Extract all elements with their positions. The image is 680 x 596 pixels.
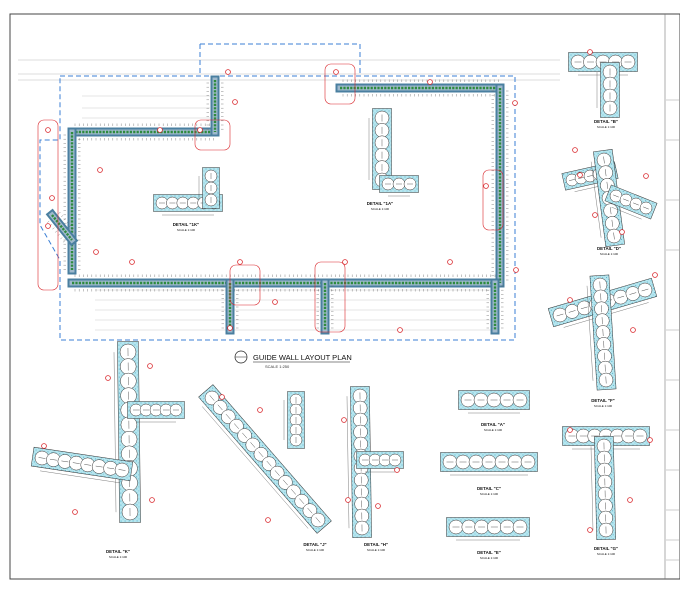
detail-scale-d: SCALE 1:100 bbox=[600, 252, 619, 256]
wall-north-spur bbox=[207, 80, 224, 132]
detail-1a-foot bbox=[380, 176, 419, 197]
detail-scale-j: SCALE 1:100 bbox=[306, 548, 325, 552]
detail-title-1k: DETAIL "1K" bbox=[173, 222, 199, 227]
detail-title-c: DETAIL "C" bbox=[477, 486, 501, 491]
detail-j-diagonal bbox=[199, 385, 332, 534]
detail-scale-f: SCALE 1:100 bbox=[594, 404, 613, 408]
detail-title-h: DETAIL "H" bbox=[364, 542, 388, 547]
detail-scale-h: SCALE 1:100 bbox=[367, 548, 386, 552]
callout-marker bbox=[578, 173, 583, 178]
callout-marker bbox=[266, 518, 271, 523]
callout-marker bbox=[568, 298, 573, 303]
detail-scale-1a: SCALE 1:100 bbox=[371, 207, 390, 211]
callout-marker bbox=[648, 438, 653, 443]
callout-marker bbox=[428, 80, 433, 85]
callout-marker bbox=[130, 260, 135, 265]
callout-marker bbox=[158, 128, 163, 133]
callout-marker bbox=[148, 364, 153, 369]
callout-marker bbox=[46, 224, 51, 229]
detail-scale-k: SCALE 1:100 bbox=[109, 555, 128, 559]
detail-title-b: DETAIL "B" bbox=[594, 119, 618, 124]
detail-title-j: DETAIL "J" bbox=[303, 542, 326, 547]
callout-marker bbox=[513, 101, 518, 106]
detail-k-leg bbox=[114, 341, 141, 522]
callout-marker bbox=[228, 326, 233, 331]
callout-marker bbox=[238, 260, 243, 265]
plan-title-block: GUIDE WALL LAYOUT PLAN SCALE 1:250 bbox=[235, 351, 352, 369]
detail-g-leg bbox=[591, 436, 616, 539]
callout-marker bbox=[484, 184, 489, 189]
wall-northeast bbox=[340, 80, 500, 97]
callout-marker bbox=[593, 213, 598, 218]
callout-marker bbox=[258, 408, 263, 413]
callout-marker bbox=[631, 328, 636, 333]
wall-east bbox=[492, 88, 509, 283]
detail-c-band bbox=[441, 453, 538, 476]
wall-west bbox=[64, 132, 81, 270]
detail-e-band bbox=[447, 518, 530, 541]
callout-marker bbox=[653, 273, 658, 278]
callout-marker bbox=[346, 498, 351, 503]
callout-marker bbox=[334, 70, 339, 75]
wall-north-left bbox=[72, 124, 215, 141]
detail-title-d: DETAIL "D" bbox=[597, 246, 621, 251]
callout-marker bbox=[395, 468, 400, 473]
title-block-marks bbox=[666, 100, 679, 560]
detail-a-band bbox=[459, 391, 530, 414]
detail-title-k: DETAIL "K" bbox=[106, 549, 130, 554]
detail-b-leg bbox=[597, 63, 620, 118]
guide-wall-path bbox=[47, 80, 508, 331]
callout-marker bbox=[376, 504, 381, 509]
detail-title-g: DETAIL "G" bbox=[594, 546, 618, 551]
callout-marker bbox=[220, 395, 225, 400]
detail-scale-a: SCALE 1:100 bbox=[484, 428, 503, 432]
detail-title-1a: DETAIL "1A" bbox=[367, 201, 393, 206]
plan-scale: SCALE 1:250 bbox=[265, 364, 290, 369]
plan-title: GUIDE WALL LAYOUT PLAN bbox=[253, 353, 352, 362]
callout-marker bbox=[568, 428, 573, 433]
callout-marker bbox=[50, 196, 55, 201]
detail-scale-b: SCALE 1:100 bbox=[597, 125, 616, 129]
callout-marker bbox=[398, 328, 403, 333]
revision-cloud bbox=[315, 262, 345, 332]
callout-marker bbox=[73, 510, 78, 515]
callout-marker bbox=[448, 260, 453, 265]
callout-marker bbox=[620, 230, 625, 235]
callout-marker bbox=[98, 168, 103, 173]
callout-marker bbox=[644, 174, 649, 179]
detail-title-e: DETAIL "E" bbox=[477, 550, 501, 555]
detail-drawings bbox=[31, 53, 657, 541]
callout-marker bbox=[273, 300, 278, 305]
callout-marker bbox=[42, 444, 47, 449]
callout-marker bbox=[226, 70, 231, 75]
callout-marker bbox=[198, 128, 203, 133]
callout-marker bbox=[46, 128, 51, 133]
callout-marker bbox=[628, 498, 633, 503]
callout-marker bbox=[588, 528, 593, 533]
callout-marker bbox=[233, 100, 238, 105]
callout-marker bbox=[514, 268, 519, 273]
detail-scale-1k: SCALE 1:100 bbox=[177, 228, 196, 232]
detail-title-a: DETAIL "A" bbox=[481, 422, 505, 427]
existing-road-lines bbox=[18, 60, 560, 80]
callout-marker bbox=[573, 148, 578, 153]
callout-marker bbox=[342, 418, 347, 423]
revision-cloud bbox=[38, 120, 58, 290]
detail-scale-c: SCALE 1:100 bbox=[480, 492, 499, 496]
detail-j-spur bbox=[284, 392, 305, 449]
callout-marker bbox=[94, 250, 99, 255]
callout-marker bbox=[150, 498, 155, 503]
detail-k-arm bbox=[31, 447, 133, 483]
detail-scale-g: SCALE 1:100 bbox=[597, 552, 616, 556]
callout-marker bbox=[106, 376, 111, 381]
detail-scale-e: SCALE 1:100 bbox=[480, 556, 499, 560]
detail-title-f: DETAIL "F" bbox=[591, 398, 615, 403]
wall-south bbox=[72, 275, 500, 292]
callout-marker bbox=[588, 50, 593, 55]
